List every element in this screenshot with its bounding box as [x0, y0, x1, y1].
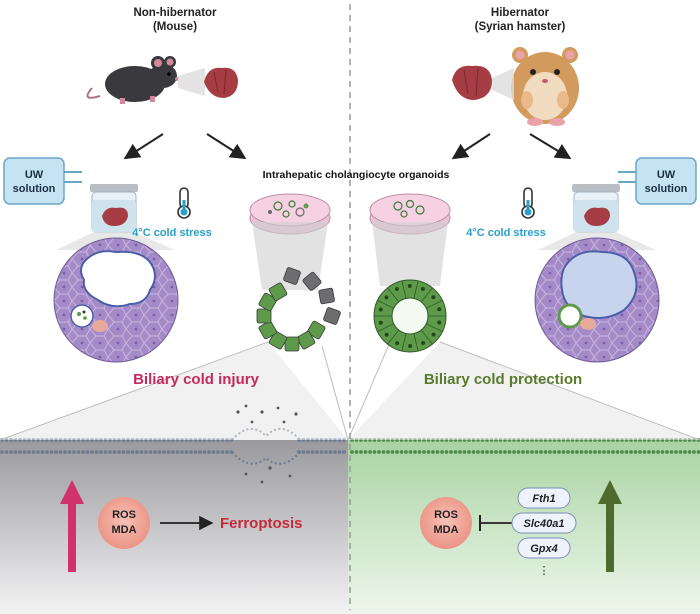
left-ros-circle — [98, 497, 150, 549]
arrow-mouse-to-bag — [123, 133, 164, 160]
right-bag-label-line1: UW — [657, 169, 676, 181]
left-broken-organoid — [256, 267, 341, 352]
hamster-icon — [511, 47, 579, 126]
left-zoom-cone — [0, 342, 348, 440]
left-up-arrow — [60, 480, 84, 572]
gene-list: Fth1 Slc40a1 Gpx4 ⋮ — [511, 487, 577, 577]
left-mda-label: MDA — [111, 524, 136, 536]
organoid-label: Intrahepatic cholangiocyte organoids — [263, 169, 450, 181]
gene-ellipsis: ⋮ — [539, 565, 550, 577]
right-ros-circle — [420, 497, 472, 549]
left-bag-label-line2: solution — [13, 183, 56, 195]
right-intact-organoid — [373, 279, 447, 353]
left-title-line1: Non-hibernator — [133, 7, 217, 19]
mouse-icon — [86, 56, 179, 104]
left-title-line2: (Mouse) — [153, 21, 197, 33]
gene-slc40a1: Slc40a1 — [524, 518, 565, 530]
right-tissue-section — [534, 237, 660, 363]
gene-gpx4: Gpx4 — [530, 543, 558, 555]
right-zoom-cone — [348, 342, 700, 440]
arrow-hamster-to-organoid — [451, 133, 491, 160]
right-bag-label-line2: solution — [645, 183, 688, 195]
hamster-liver-icon — [452, 65, 492, 100]
right-mda-label: MDA — [433, 524, 458, 536]
left-tissue-section — [53, 237, 179, 363]
right-cold-stress-label: 4°C cold stress — [466, 227, 546, 239]
right-title-line2: (Syrian hamster) — [475, 21, 566, 33]
ferroptosis-label: Ferroptosis — [220, 515, 303, 532]
arrow-mouse-to-organoid — [206, 133, 247, 160]
left-cold-stress-label: 4°C cold stress — [132, 227, 212, 239]
right-title-line1: Hibernator — [491, 7, 550, 19]
right-thermometer-icon — [521, 187, 535, 219]
left-membrane-band — [0, 440, 348, 614]
gene-fth1: Fth1 — [532, 493, 555, 505]
left-outcome-label: Biliary cold injury — [133, 371, 260, 388]
left-uw-bag-icon — [3, 157, 82, 205]
right-uw-bag-icon — [618, 157, 697, 205]
left-bag-label-line1: UW — [25, 169, 44, 181]
right-jar-icon — [572, 184, 620, 233]
right-ros-label: ROS — [434, 509, 458, 521]
right-outcome-label: Biliary cold protection — [424, 371, 582, 388]
arrow-hamster-to-bag — [529, 133, 572, 160]
left-thermometer-icon — [177, 187, 191, 219]
membrane-debris — [236, 404, 298, 484]
right-up-arrow — [598, 480, 622, 572]
mouse-liver-icon — [204, 67, 238, 98]
left-ros-label: ROS — [112, 509, 136, 521]
left-jar-icon — [90, 184, 138, 233]
